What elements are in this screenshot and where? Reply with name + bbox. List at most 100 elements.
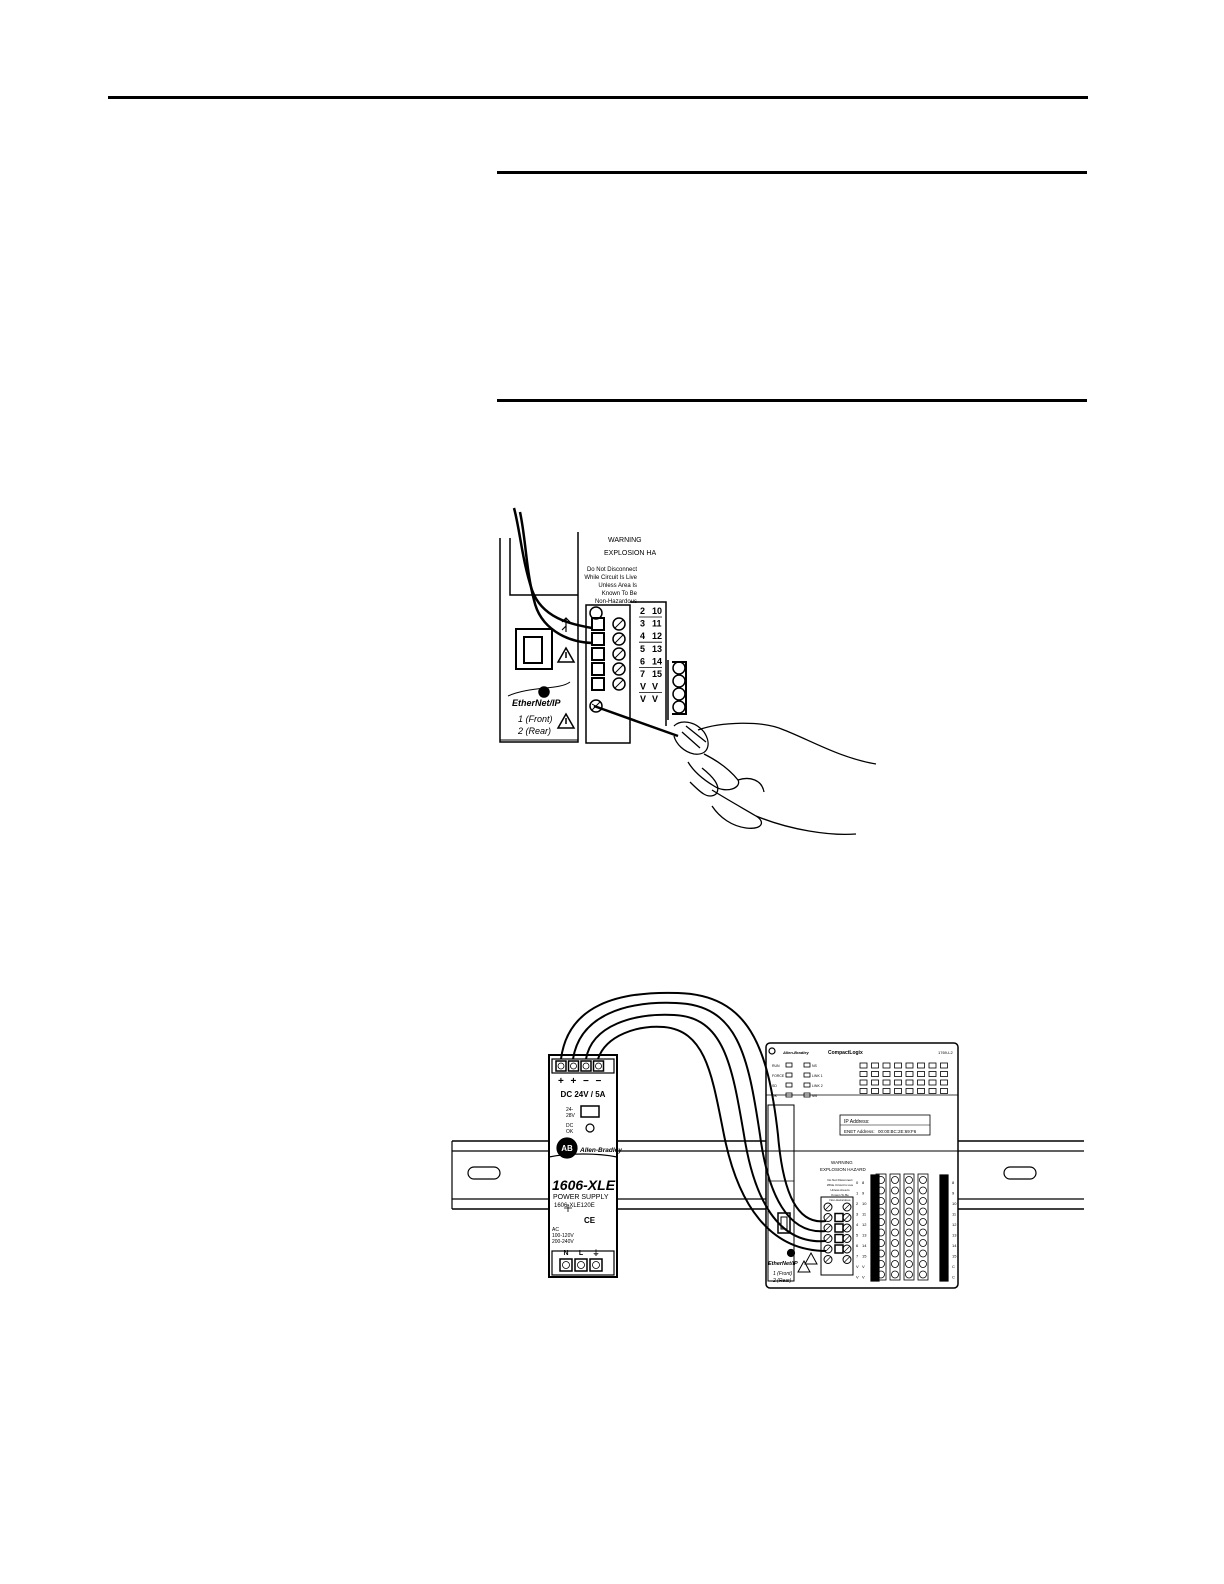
terminal-screw-icon	[612, 632, 626, 646]
terminal-label: V	[856, 1264, 859, 1269]
io-led-icon	[859, 1079, 868, 1086]
status-led-label: NS	[812, 1064, 818, 1068]
warning-triangle-icon	[556, 646, 576, 663]
warning-line: Known To Be	[831, 1193, 849, 1197]
io-led-icon	[871, 1062, 879, 1069]
io-led-icon	[871, 1088, 879, 1094]
terminal-label: 11	[862, 1212, 867, 1217]
terminal-label: 11	[952, 1212, 957, 1217]
io-led-icon	[894, 1088, 902, 1094]
psu-ac-terminal: L	[579, 1250, 584, 1257]
io-label-frame	[630, 601, 667, 726]
terminal-screw-icon	[891, 1186, 899, 1195]
terminal-screw-icon	[919, 1260, 927, 1268]
io-led-icon	[905, 1079, 914, 1086]
terminal-label: 10	[862, 1201, 867, 1206]
io-led-icon	[917, 1088, 925, 1094]
psu-catalog: 1606-XLE120E	[554, 1203, 595, 1209]
terminal-screw-icon	[891, 1207, 899, 1216]
terminal-label: 14	[652, 656, 662, 666]
io-led-icon	[859, 1062, 868, 1069]
terminal-screw-icon	[877, 1239, 885, 1247]
terminal-label: 5	[946, 1233, 949, 1238]
terminal-screw-icon	[823, 1223, 833, 1233]
warning-line: While Circuit Is Live	[827, 1183, 854, 1187]
terminal-screw-icon	[612, 662, 626, 676]
wire-clamp	[591, 677, 605, 691]
terminal-label: V	[652, 682, 658, 692]
enet-address-value: 00:00:BC:2E:69:F6	[878, 1129, 917, 1134]
power-wires	[560, 991, 827, 1252]
psu-dcok-label: DC	[566, 1123, 574, 1129]
terminal-screw-icon	[842, 1255, 852, 1264]
power-supply	[548, 1054, 618, 1278]
terminal-screw-icon	[891, 1249, 899, 1258]
io-led-icon	[882, 1071, 891, 1077]
wire-clamp	[591, 662, 605, 676]
ethernet-brand: EtherNet/IP	[512, 698, 562, 708]
io-led-icon	[940, 1062, 948, 1069]
terminal-label: 9	[862, 1191, 865, 1196]
psu-rating: DC 24V / 5A	[561, 1090, 606, 1099]
status-led-label: MS	[812, 1094, 818, 1098]
status-led-icon	[538, 686, 550, 698]
status-led-label: LINK 2	[812, 1084, 823, 1088]
terminal-screw-icon	[891, 1197, 899, 1205]
status-led-icon	[803, 1092, 811, 1098]
psu-ac-terminal: ⏚	[593, 1249, 600, 1257]
psu-model: 1606-XLE	[552, 1177, 616, 1193]
terminal-label: C	[946, 1264, 949, 1269]
psu-ac-rating: 200-240V	[552, 1239, 574, 1245]
terminal-screw-icon	[877, 1207, 885, 1216]
warning-line: Non-Hazardous	[829, 1198, 851, 1202]
warning-line: Unless Area Is	[598, 583, 637, 589]
io-led-icon	[917, 1062, 925, 1069]
io-led-icon	[928, 1079, 937, 1086]
warning-line: Do Not Disconnect	[587, 567, 637, 573]
io-led-icon	[917, 1071, 925, 1077]
io-led-icon	[859, 1088, 868, 1094]
io-led-icon	[871, 1071, 879, 1077]
port-rear-label: 2 (Rear)	[772, 1278, 792, 1284]
terminal-screw-icon	[877, 1260, 885, 1268]
terminal-label: 4	[946, 1222, 949, 1227]
terminal-label: 5	[640, 644, 645, 654]
psu-ac-rating: 100-120V	[552, 1233, 574, 1239]
io-led-icon	[917, 1079, 925, 1086]
psu-ac-terminal: N	[563, 1250, 568, 1257]
terminal-screw-icon	[905, 1197, 913, 1205]
terminal-screw-icon	[919, 1228, 927, 1237]
warning-triangle-icon	[804, 1251, 818, 1265]
terminal-label: 5	[856, 1233, 859, 1238]
terminal-label: 1	[946, 1191, 949, 1196]
terminal-screw-icon	[919, 1197, 927, 1205]
terminal-label: 13	[952, 1233, 957, 1238]
status-led-icon	[803, 1082, 811, 1088]
psu-dcok-label: OK	[566, 1129, 574, 1135]
terminal-label: 2	[946, 1201, 949, 1206]
io-led-icon	[882, 1079, 891, 1086]
terminal-screw-icon	[905, 1260, 913, 1268]
terminal-screw-icon	[891, 1270, 899, 1279]
section-rule-bottom	[497, 399, 1087, 402]
terminal-label: 3	[946, 1212, 949, 1217]
wire-clamp	[591, 617, 605, 631]
terminal-screw-icon	[919, 1270, 927, 1279]
terminal-label: V	[862, 1264, 865, 1269]
terminal-screw-icon	[877, 1228, 885, 1237]
power-wires	[512, 507, 593, 645]
controller-product: CompactLogix	[828, 1050, 863, 1056]
terminal-label: V	[652, 694, 658, 704]
terminal-screw-icon	[877, 1270, 885, 1279]
io-led-icon	[905, 1088, 914, 1094]
terminal-label: 7	[856, 1254, 859, 1259]
terminal-screw-icon	[891, 1260, 899, 1268]
terminal-screw-icon	[905, 1176, 913, 1184]
terminal-label: 9	[952, 1191, 955, 1196]
status-led-icon	[785, 1072, 793, 1078]
terminal-screw-icon	[823, 1202, 833, 1212]
terminal-screw-icon	[919, 1239, 927, 1247]
